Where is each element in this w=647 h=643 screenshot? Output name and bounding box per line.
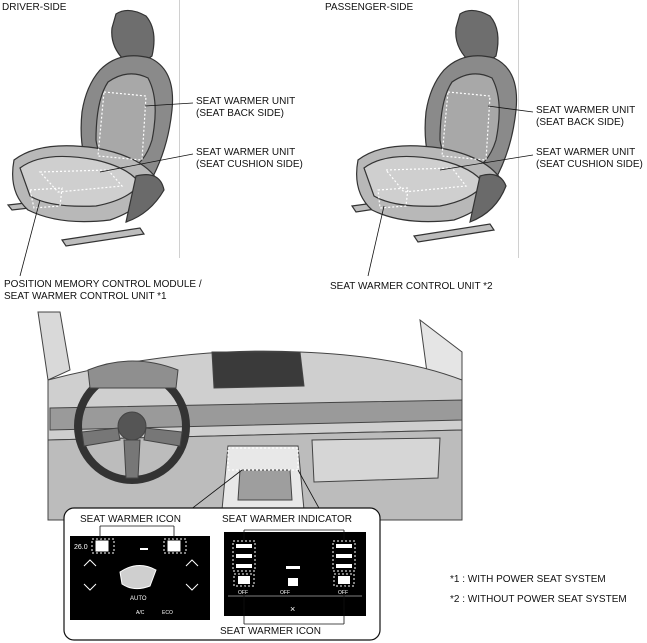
passenger-control-label: SEAT WARMER CONTROL UNIT *2 bbox=[330, 281, 493, 292]
seat-warmer-icon-label: SEAT WARMER ICON bbox=[80, 514, 181, 525]
passenger-cushion-line1: SEAT WARMER UNIT bbox=[536, 147, 636, 158]
driver-module-line1: POSITION MEMORY CONTROL MODULE / bbox=[4, 279, 202, 290]
passenger-back-label: SEAT WARMER UNIT (SEAT BACK SIDE) bbox=[536, 105, 635, 129]
screen1-auto: AUTO bbox=[130, 596, 147, 602]
driver-back-line1: SEAT WARMER UNIT bbox=[196, 96, 296, 107]
driver-seat bbox=[6, 9, 174, 247]
passenger-back-line1: SEAT WARMER UNIT bbox=[536, 105, 636, 116]
driver-cushion-warmer bbox=[38, 169, 124, 193]
passenger-back-line2: (SEAT BACK SIDE) bbox=[536, 117, 624, 128]
driver-cushion-line2: (SEAT CUSHION SIDE) bbox=[196, 159, 303, 170]
dashboard bbox=[37, 311, 463, 521]
passenger-control-outline bbox=[377, 187, 409, 209]
driver-module-label: POSITION MEMORY CONTROL MODULE / SEAT WA… bbox=[4, 279, 202, 303]
passenger-back-warmer bbox=[441, 91, 491, 161]
passenger-cushion-warmer bbox=[384, 167, 468, 193]
seat-warmer-icon-label-bottom: SEAT WARMER ICON bbox=[220, 626, 321, 637]
driver-back-warmer bbox=[97, 91, 147, 161]
driver-divider bbox=[179, 0, 180, 258]
footnote-1: *1 : WITH POWER SEAT SYSTEM bbox=[450, 574, 606, 585]
passenger-divider bbox=[518, 0, 519, 258]
driver-cushion-line1: SEAT WARMER UNIT bbox=[196, 147, 296, 158]
seat-warmer-indicator-label: SEAT WARMER INDICATOR bbox=[222, 514, 353, 525]
passenger-seat bbox=[350, 9, 518, 243]
screen1-temp: 26.0 bbox=[74, 544, 88, 551]
screen1-ac: A/C bbox=[136, 610, 145, 616]
passenger-cushion-label: SEAT WARMER UNIT (SEAT CUSHION SIDE) bbox=[536, 147, 643, 171]
screen2-off-right: OFF bbox=[338, 590, 348, 596]
driver-back-line2: (SEAT BACK SIDE) bbox=[196, 108, 284, 119]
screen2-controls bbox=[228, 544, 362, 597]
driver-side-title: DRIVER-SIDE bbox=[2, 2, 67, 13]
screen2-off-mid: OFF bbox=[280, 590, 290, 596]
screen1-controls bbox=[83, 540, 199, 591]
screen2-close: × bbox=[290, 604, 295, 614]
screen1-eco: ECO bbox=[162, 610, 173, 616]
passenger-side-title: PASSENGER-SIDE bbox=[325, 2, 414, 13]
footnote-2: *2 : WITHOUT POWER SEAT SYSTEM bbox=[450, 594, 627, 605]
driver-module-outline bbox=[29, 187, 63, 209]
passenger-cushion-line2: (SEAT CUSHION SIDE) bbox=[536, 159, 643, 170]
center-panel-outline bbox=[227, 447, 299, 471]
driver-module-line2: SEAT WARMER CONTROL UNIT *1 bbox=[4, 291, 167, 302]
screen2-off-left: OFF bbox=[238, 590, 248, 596]
driver-back-label: SEAT WARMER UNIT (SEAT BACK SIDE) bbox=[196, 96, 295, 120]
driver-cushion-label: SEAT WARMER UNIT (SEAT CUSHION SIDE) bbox=[196, 147, 303, 171]
